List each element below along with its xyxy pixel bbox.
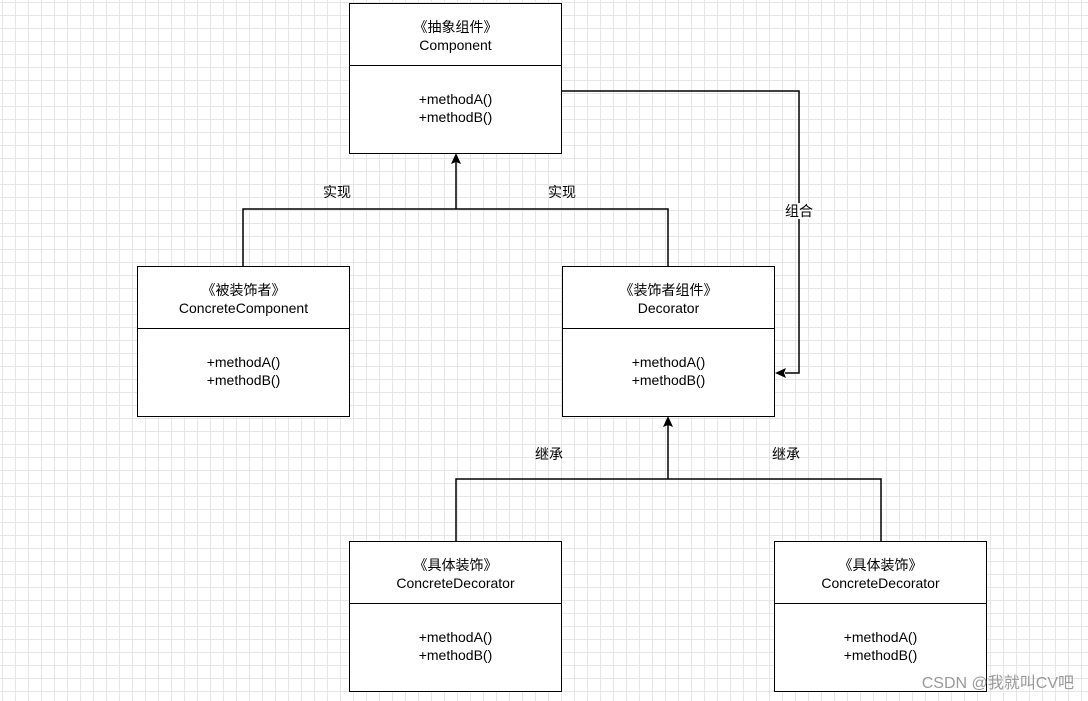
component-method-b: +methodB() [418,108,493,125]
concrete-decorator-1-method-b: +methodB() [418,646,493,663]
concrete-component-class-box[interactable]: 《被装饰者》 ConcreteComponent +methodA() +met… [137,266,350,417]
concrete-decorator-2-method-a: +methodA() [843,628,918,645]
compose-edge [562,90,800,374]
arrowhead-component [451,153,461,164]
decorator-method-a: +methodA() [631,353,706,370]
inherit-edge-left [455,478,668,541]
csdn-watermark: CSDN @我就叫CV吧 [921,675,1074,692]
concrete-decorator-2-methods: +methodA() +methodB() [775,604,986,691]
concrete-decorator-1-header: 《具体装饰》 ConcreteDecorator [350,542,561,604]
concrete-decorator-1-name: ConcreteDecorator [396,574,515,591]
concrete-decorator-1-stereotype: 《具体装饰》 [413,556,498,573]
concrete-decorator-2-name: ConcreteDecorator [821,574,940,591]
component-class-box[interactable]: 《抽象组件》 Component +methodA() +methodB() [349,3,562,154]
concrete-component-methods: +methodA() +methodB() [138,329,349,416]
concrete-component-name: ConcreteComponent [178,299,309,316]
inherit-label-right: 继承 [772,446,800,462]
component-methods: +methodA() +methodB() [350,66,561,153]
concrete-decorator-1-methods: +methodA() +methodB() [350,604,561,691]
inherit-edge-right [668,478,882,541]
arrowhead-decorator-inherit [663,416,673,427]
decorator-methods: +methodA() +methodB() [563,329,774,416]
concrete-decorator-2-header: 《具体装饰》 ConcreteDecorator [775,542,986,604]
realize-edge-left [242,208,456,266]
concrete-component-method-a: +methodA() [206,353,281,370]
concrete-decorator-2-class-box[interactable]: 《具体装饰》 ConcreteDecorator +methodA() +met… [774,541,987,692]
inherit-label-left: 继承 [535,446,563,462]
realize-label-right: 实现 [548,184,576,200]
arrowhead-decorator-compose [775,368,786,378]
component-name: Component [419,36,492,53]
concrete-component-method-b: +methodB() [206,371,281,388]
decorator-name: Decorator [637,299,700,316]
concrete-decorator-1-method-a: +methodA() [418,628,493,645]
decorator-header: 《装饰者组件》 Decorator [563,267,774,329]
decorator-stereotype: 《装饰者组件》 [619,281,718,298]
component-stereotype: 《抽象组件》 [413,18,498,35]
concrete-component-stereotype: 《被装饰者》 [201,281,286,298]
component-header: 《抽象组件》 Component [350,4,561,66]
concrete-decorator-1-class-box[interactable]: 《具体装饰》 ConcreteDecorator +methodA() +met… [349,541,562,692]
compose-label: 组合 [784,203,814,219]
realize-edge-right [456,208,669,266]
concrete-decorator-2-method-b: +methodB() [843,646,918,663]
concrete-component-header: 《被装饰者》 ConcreteComponent [138,267,349,329]
component-method-a: +methodA() [418,90,493,107]
decorator-class-box[interactable]: 《装饰者组件》 Decorator +methodA() +methodB() [562,266,775,417]
realize-label-left: 实现 [323,184,351,200]
concrete-decorator-2-stereotype: 《具体装饰》 [838,556,923,573]
decorator-method-b: +methodB() [631,371,706,388]
